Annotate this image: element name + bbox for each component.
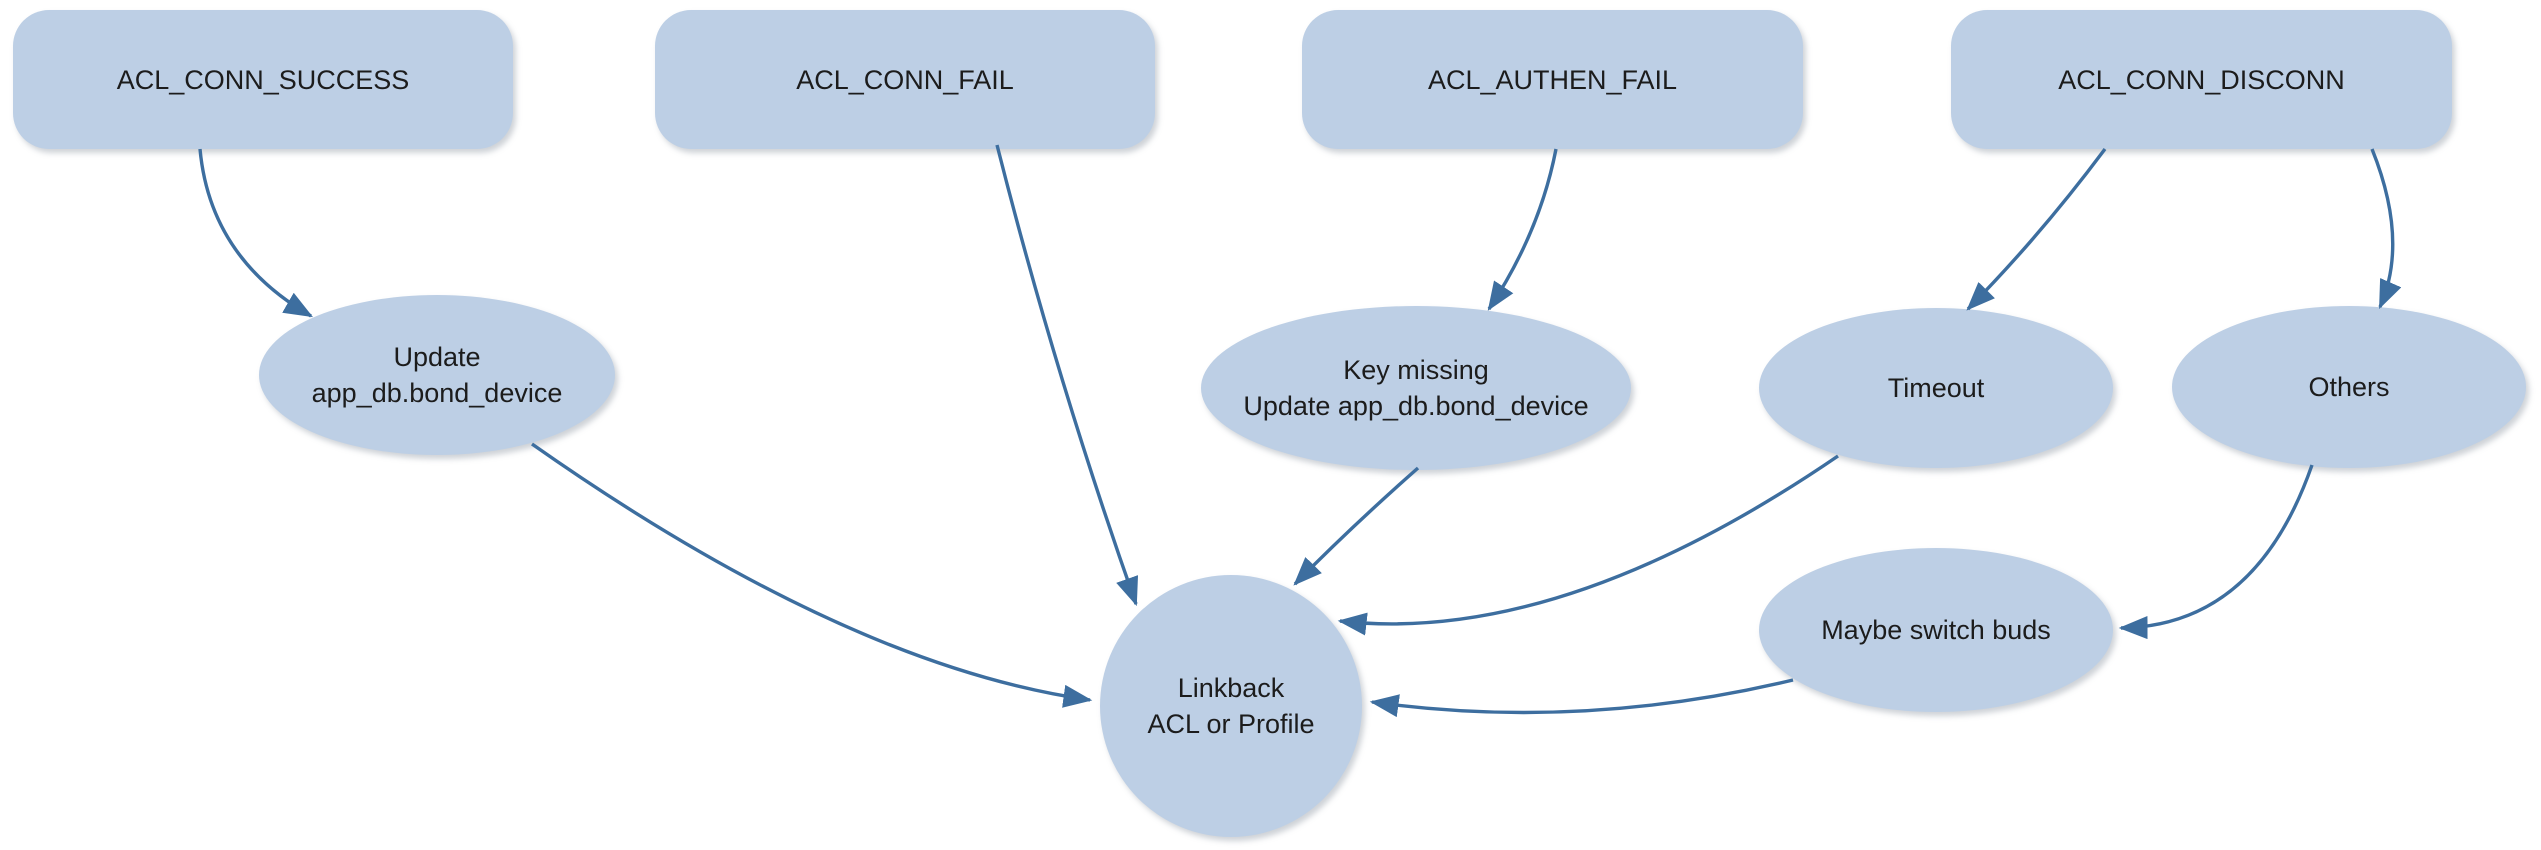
node-label: Timeout	[1887, 373, 1985, 403]
node-acl-conn-success: ACL_CONN_SUCCESS	[13, 10, 513, 149]
node-update-bond-device: Update app_db.bond_device	[259, 295, 615, 455]
node-timeout: Timeout	[1759, 308, 2113, 468]
edge-acl-conn-fail-to-linkback	[995, 144, 1139, 607]
node-label-line: app_db.bond_device	[311, 378, 563, 408]
node-key-missing-update-bond-device: Key missing Update app_db.bond_device	[1201, 306, 1631, 470]
node-label: ACL_CONN_SUCCESS	[116, 64, 410, 95]
edge-update-to-linkback	[531, 442, 1093, 708]
node-acl-conn-fail: ACL_CONN_FAIL	[655, 10, 1155, 149]
node-label: ACL_CONN_DISCONN	[2058, 64, 2345, 95]
node-acl-conn-disconn: ACL_CONN_DISCONN	[1951, 10, 2452, 149]
node-label-line: Update app_db.bond_device	[1243, 391, 1589, 421]
node-maybe-switch-buds: Maybe switch buds	[1759, 548, 2113, 712]
node-label-line: Update	[393, 342, 481, 372]
node-label: Maybe switch buds	[1821, 615, 2051, 645]
node-label-line: Key missing	[1343, 355, 1489, 385]
node-label: Others	[2308, 372, 2390, 402]
edge-key-missing-to-linkback	[1293, 466, 1420, 586]
edge-acl-conn-disconn-to-timeout	[1966, 147, 2107, 311]
edge-timeout-to-linkback	[1337, 454, 1839, 636]
edge-others-to-maybe-switch-buds	[2118, 464, 2314, 640]
node-label: ACL_CONN_FAIL	[796, 64, 1014, 95]
node-acl-authen-fail: ACL_AUTHEN_FAIL	[1302, 10, 1803, 149]
edge-maybe-switch-buds-to-linkback	[1369, 678, 1794, 718]
node-linkback-acl-or-profile: Linkback ACL or Profile	[1100, 575, 1362, 837]
edge-acl-authen-fail-to-key-missing	[1487, 148, 1558, 311]
edge-acl-conn-disconn-to-others	[2370, 148, 2402, 310]
node-label-line: ACL or Profile	[1147, 709, 1315, 739]
node-label-line: Linkback	[1177, 673, 1285, 703]
edge-acl-conn-success-to-update	[198, 148, 314, 318]
node-others: Others	[2172, 306, 2526, 468]
node-label: ACL_AUTHEN_FAIL	[1427, 64, 1678, 95]
